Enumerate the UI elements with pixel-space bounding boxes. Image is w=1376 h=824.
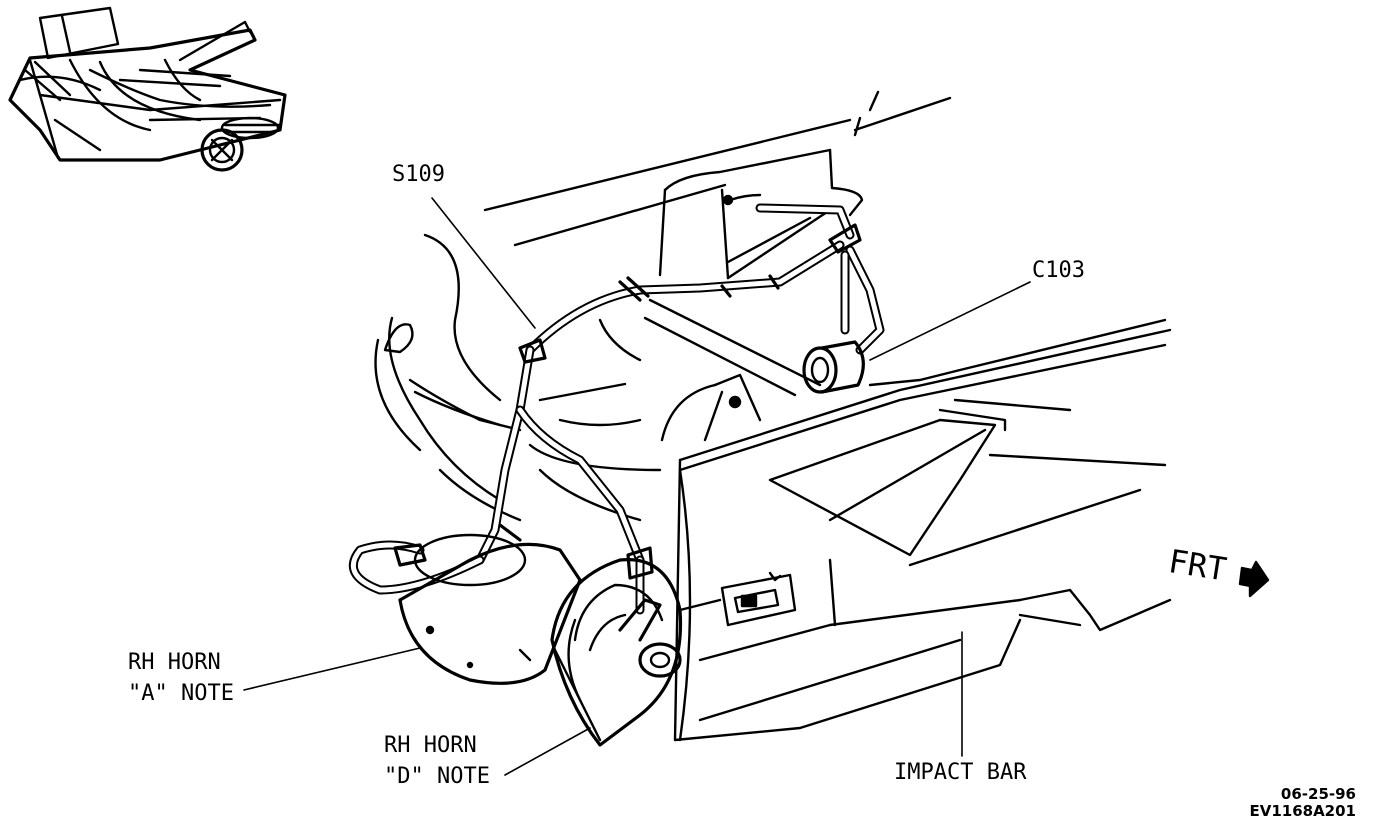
wire-harness — [348, 203, 885, 615]
leader-lines — [243, 197, 1031, 776]
label-impact-bar: IMPACT BAR — [894, 760, 1027, 785]
rh-horn-a-note — [398, 533, 582, 685]
label-rh-horn-d-line2: "D" NOTE — [384, 764, 490, 789]
label-rh-horn-a-line1: RH HORN — [128, 650, 221, 675]
label-s109: S109 — [392, 162, 445, 187]
vehicle-locator-icon — [8, 6, 287, 172]
label-rh-horn-d-line1: RH HORN — [384, 733, 477, 758]
figure-id: EV1168A201 — [1249, 802, 1356, 820]
leader-rh-horn-d — [504, 727, 591, 776]
leader-s109 — [431, 197, 536, 329]
label-rh-horn-a-line2: "A" NOTE — [128, 681, 234, 706]
rh-horn-d-note — [550, 558, 683, 747]
vehicle-body-outline — [374, 90, 1172, 742]
figure-date: 06-25-96 — [1280, 785, 1356, 803]
label-c103: C103 — [1032, 258, 1085, 283]
c103-connector — [802, 340, 865, 394]
leader-c103 — [869, 281, 1031, 361]
leader-rh-horn-a — [243, 647, 421, 691]
front-direction-arrow-icon — [1238, 560, 1270, 598]
